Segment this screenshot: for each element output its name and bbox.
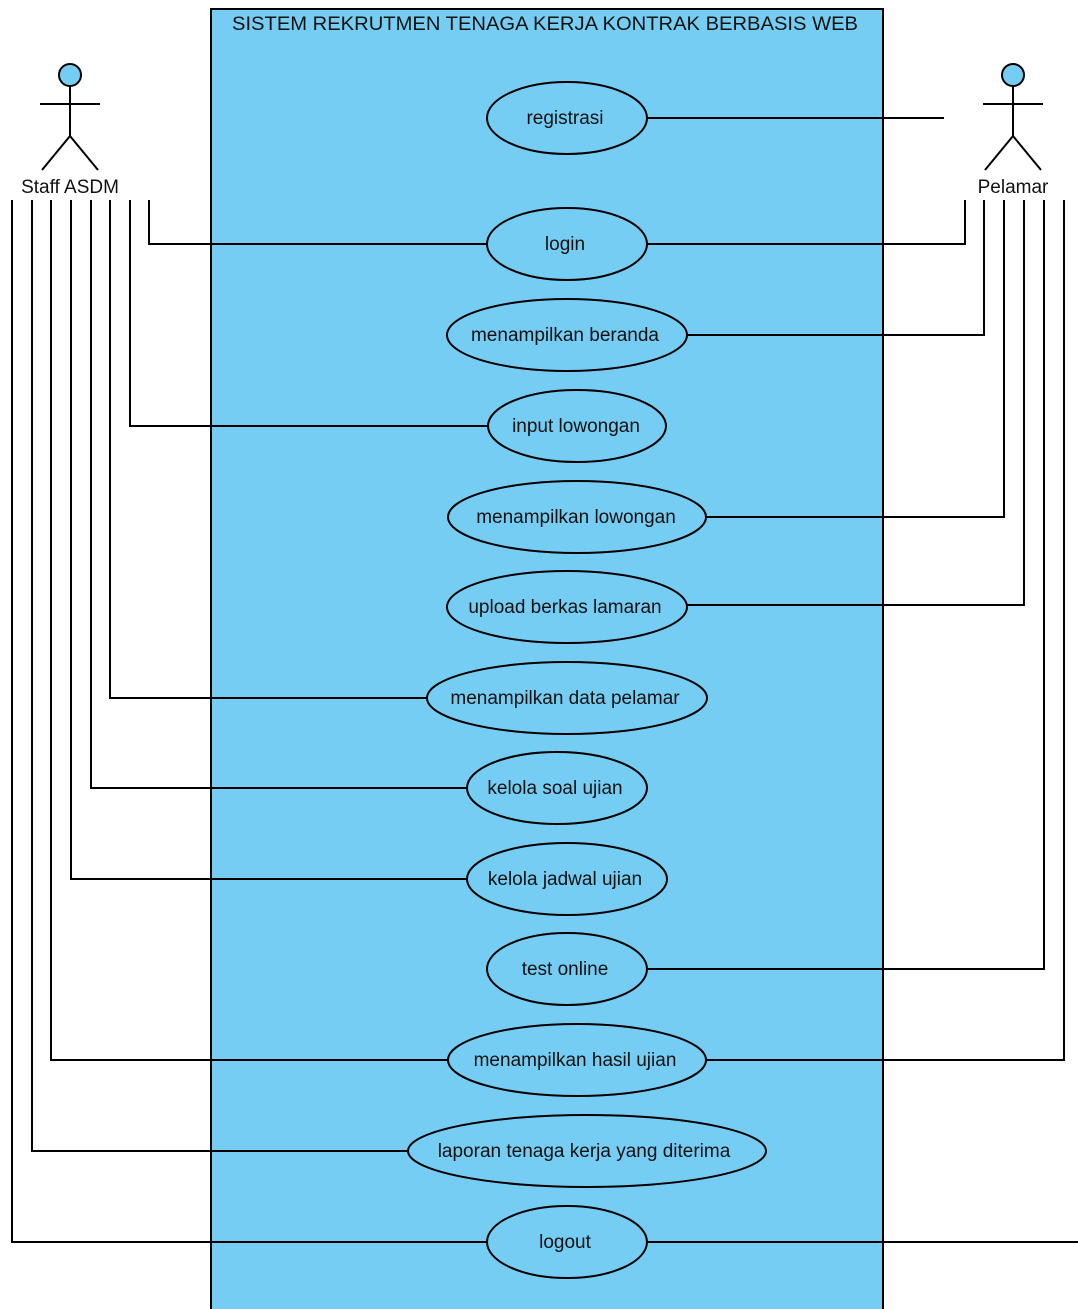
system-boundary bbox=[210, 8, 884, 1309]
assoc-login-pelamar bbox=[646, 200, 966, 245]
actor-staff-label: Staff ASDM bbox=[21, 177, 119, 198]
usecase-upload-berkas-lamaran: upload berkas lamaran bbox=[446, 570, 688, 644]
usecase-registrasi: registrasi bbox=[486, 81, 648, 155]
actor-pelamar-label: Pelamar bbox=[978, 177, 1049, 198]
usecase-label: menampilkan data pelamar bbox=[450, 688, 680, 709]
associations bbox=[11, 117, 1078, 1243]
usecase-label: test online bbox=[522, 959, 609, 980]
usecase-input-lowongan: input lowongan bbox=[487, 389, 667, 463]
usecase-label: registrasi bbox=[526, 108, 603, 129]
usecase-menampilkan-beranda: menampilkan beranda bbox=[446, 298, 688, 372]
assoc-logout-staff bbox=[11, 200, 488, 1243]
actor-head bbox=[58, 63, 82, 87]
usecase-menampilkan-hasil-ujian: menampilkan hasil ujian bbox=[447, 1023, 707, 1097]
usecase-label: menampilkan beranda bbox=[471, 325, 659, 346]
usecase-label: logout bbox=[539, 1232, 591, 1253]
usecase-label: kelola soal ujian bbox=[487, 778, 622, 799]
usecase-label: laporan tenaga kerja yang diterima bbox=[438, 1141, 731, 1162]
usecase-label: upload berkas lamaran bbox=[468, 597, 661, 618]
assoc-upload-pelamar bbox=[686, 200, 1025, 606]
assoc-login-staff bbox=[148, 200, 488, 245]
usecase-menampilkan-lowongan: menampilkan lowongan bbox=[447, 480, 707, 554]
assoc-beranda-pelamar bbox=[686, 200, 985, 336]
assoc-test-pelamar bbox=[646, 200, 1045, 970]
usecase-label: menampilkan lowongan bbox=[476, 507, 676, 528]
usecase-logout: logout bbox=[486, 1205, 648, 1279]
assoc-soal-staff bbox=[90, 200, 468, 789]
assoc-hasil-pelamar bbox=[706, 200, 1065, 1061]
usecase-kelola-jadwal-ujian: kelola jadwal ujian bbox=[466, 842, 668, 916]
assoc-laporan-staff bbox=[31, 200, 408, 1152]
actor-head bbox=[1001, 63, 1025, 87]
usecase-test-online: test online bbox=[486, 932, 648, 1006]
usecase-menampilkan-data-pelamar: menampilkan data pelamar bbox=[426, 661, 708, 735]
system-title: SISTEM REKRUTMEN TENAGA KERJA KONTRAK BE… bbox=[232, 14, 858, 35]
usecase-kelola-soal-ujian: kelola soal ujian bbox=[466, 751, 648, 825]
usecase-label: menampilkan hasil ujian bbox=[474, 1050, 677, 1071]
actor-pelamar: Pelamar bbox=[978, 63, 1049, 198]
assoc-input-staff bbox=[129, 200, 488, 427]
usecase-login: login bbox=[486, 207, 648, 281]
usecase-label: input lowongan bbox=[512, 416, 640, 437]
usecase-label: login bbox=[545, 234, 585, 255]
usecase-laporan-tenaga-kerja: laporan tenaga kerja yang diterima bbox=[407, 1114, 767, 1188]
assoc-hasil-staff bbox=[50, 200, 448, 1061]
assoc-datapelamar-staff bbox=[109, 200, 428, 699]
usecase-label: kelola jadwal ujian bbox=[488, 869, 642, 890]
assoc-lowongan-pelamar bbox=[706, 200, 1005, 518]
actor-staff-asdm: Staff ASDM bbox=[21, 63, 119, 198]
assoc-jadwal-staff bbox=[70, 200, 468, 880]
